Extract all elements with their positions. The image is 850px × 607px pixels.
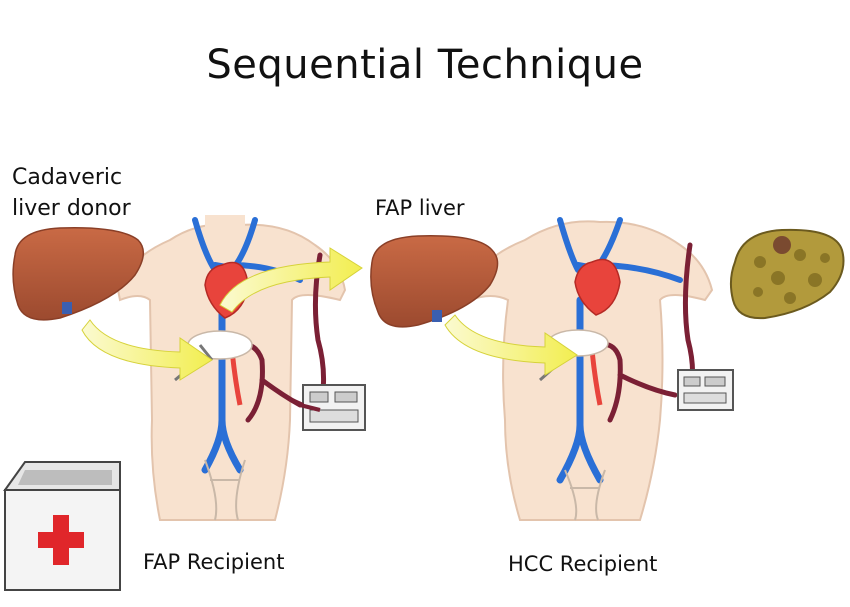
- red-cross-icon: [38, 515, 84, 565]
- label-hcc-recipient: HCC Recipient: [508, 552, 658, 576]
- cooler-box-icon: [3, 461, 121, 591]
- label-cadaveric-liver-donor: Cadaveric liver donor: [12, 162, 131, 224]
- hcc-veins: [557, 217, 683, 283]
- fap-recipient-figure: [116, 215, 347, 521]
- donor-liver-hilum: [62, 302, 72, 314]
- hcc-heart: [574, 258, 621, 316]
- arrow-fap-liver-out: [219, 247, 363, 313]
- hcc-recipient-figure: [466, 217, 714, 521]
- fap-recipient-torso: [116, 223, 347, 521]
- bypass-pump-icon-right: [677, 369, 734, 411]
- fap-vena-cava: [201, 296, 244, 474]
- hcc-recipient-torso: [466, 220, 714, 521]
- label-fap-recipient: FAP Recipient: [143, 550, 285, 574]
- hcc-tumor-liver: [729, 228, 845, 320]
- fap-jugular-veins: [192, 217, 303, 283]
- fap-liver-hilum: [432, 310, 442, 322]
- diagram-title: Sequential Technique: [206, 42, 644, 88]
- fap-liver: [370, 235, 499, 328]
- fap-neck: [205, 215, 245, 240]
- arrow-donor-to-fap: [81, 319, 213, 381]
- hcc-vena-cava: [556, 296, 604, 484]
- donor-label-line1: Cadaveric: [12, 165, 123, 190]
- arrow-fap-liver-to-hcc: [444, 314, 578, 376]
- hcc-pelvis: [564, 469, 606, 521]
- fap-pelvis: [204, 459, 246, 521]
- bypass-pump-icon: [291, 384, 366, 431]
- donor-liver: [12, 227, 144, 321]
- label-fap-liver: FAP liver: [375, 196, 465, 220]
- donor-label-line2: liver donor: [12, 196, 131, 221]
